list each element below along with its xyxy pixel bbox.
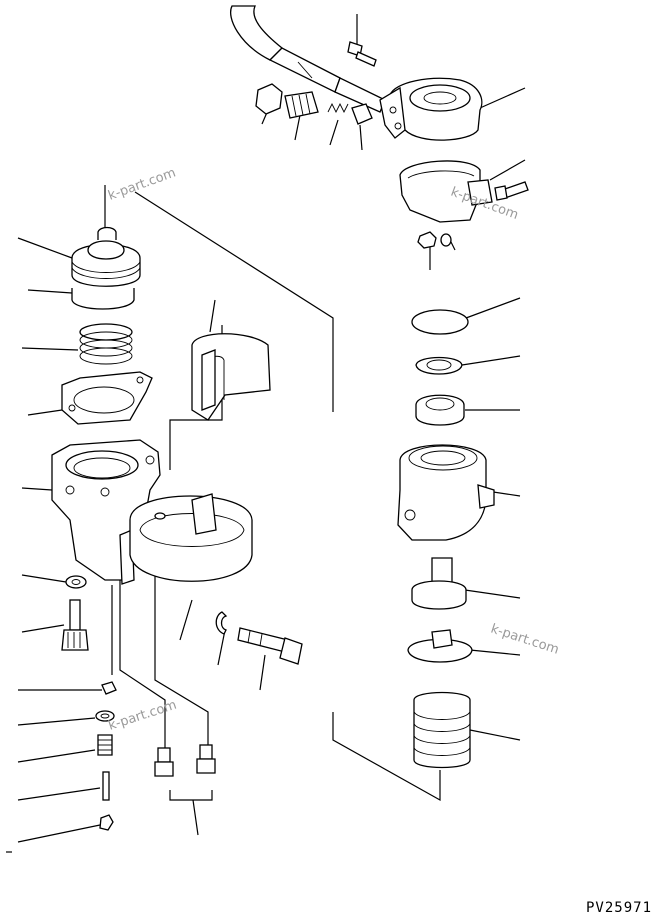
dust-boot (71, 226, 141, 287)
adjust-nut (415, 394, 465, 426)
washer-left (65, 575, 87, 589)
snap-ring (215, 611, 228, 635)
watermarks: k-part.com k-part.com k-part.com k-part.… (106, 165, 560, 733)
housing-right (397, 444, 495, 541)
shaft-bolt (237, 627, 303, 665)
clamp-bracket (399, 160, 529, 223)
disc-plate (411, 309, 469, 335)
lock-washer (415, 356, 463, 375)
control-lever (230, 5, 386, 113)
boot-sleeve (71, 288, 135, 310)
lever-head (379, 77, 483, 141)
yoke-ring (129, 493, 253, 582)
gasket (61, 371, 153, 425)
pin-bolts (154, 744, 216, 777)
lower-small-parts (95, 681, 117, 831)
drawing-code: PV25971 (586, 900, 652, 916)
lever-small-parts (255, 83, 373, 125)
spool (411, 557, 467, 610)
assembly-lines (104, 185, 441, 836)
nut-washer-small (417, 231, 452, 249)
bolt-top (347, 41, 377, 67)
spring-right (413, 691, 471, 769)
watermark-1: k-part.com (106, 165, 178, 203)
spring-left (79, 323, 133, 365)
watermark-4: k-part.com (107, 698, 179, 734)
lever-arm (191, 333, 271, 421)
retainer (407, 629, 473, 663)
bolt-left (61, 599, 89, 651)
leader-lines (6, 14, 526, 853)
watermark-3: k-part.com (489, 622, 561, 658)
